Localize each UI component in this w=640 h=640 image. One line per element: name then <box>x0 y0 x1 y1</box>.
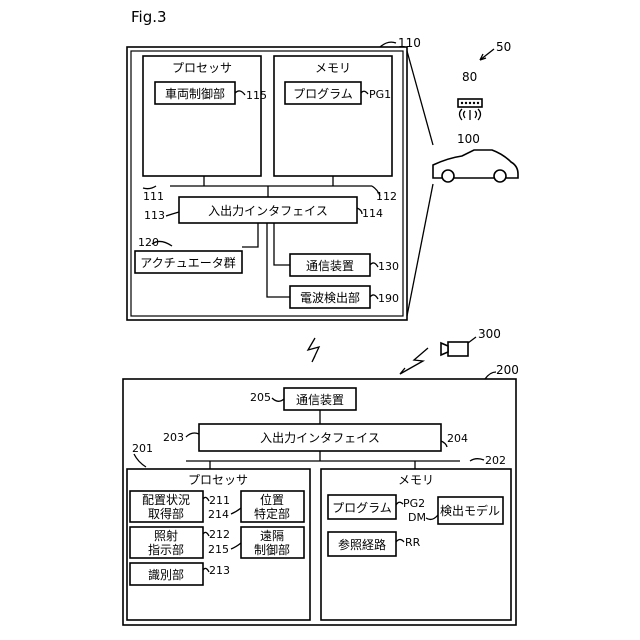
server-io-interface-label: 入出力インタフェイス <box>260 431 380 445</box>
ref-114: 114 <box>362 207 383 220</box>
remote-control-line2: 制御部 <box>254 542 290 557</box>
position-identification-line1: 位置 <box>260 492 284 507</box>
placement-acquisition-line2: 取得部 <box>148 506 184 521</box>
ref-190: 190 <box>378 292 399 305</box>
vehicle-io-interface-label: 入出力インタフェイス <box>208 204 328 218</box>
vehicle-comm-device-label: 通信装置 <box>306 259 354 273</box>
ref-PG2: PG2 <box>403 497 425 510</box>
ref-111: 111 <box>143 190 164 203</box>
position-identification-line2: 特定部 <box>254 506 290 521</box>
vehicle-processor-label: プロセッサ <box>172 61 232 75</box>
ref-200: 200 <box>496 363 519 377</box>
ref-203: 203 <box>163 431 184 444</box>
irradiation-instruction-line2: 指示部 <box>148 542 184 557</box>
vehicle-control-label: 車両制御部 <box>165 86 225 101</box>
radio-detector-label: 電波検出部 <box>300 290 360 305</box>
ref-RR: RR <box>405 536 421 549</box>
ref-120: 120 <box>138 236 159 249</box>
identification-label: 識別部 <box>148 567 184 582</box>
vehicle-memory-label: メモリ <box>315 61 351 75</box>
ref-201: 201 <box>132 442 153 455</box>
server-processor-label: プロセッサ <box>188 473 248 487</box>
ref-DM: DM <box>408 511 426 524</box>
ref-130: 130 <box>378 260 399 273</box>
vehicle-program-label: プログラム <box>293 87 353 101</box>
ref-204: 204 <box>447 432 468 445</box>
ref-80: 80 <box>462 70 477 84</box>
ref-213: 213 <box>209 564 230 577</box>
server-comm-device-label: 通信装置 <box>296 393 344 407</box>
camera-icon <box>441 342 468 356</box>
ref-300: 300 <box>478 327 501 341</box>
placement-acquisition-line1: 配置状況 <box>142 492 190 507</box>
ref-202: 202 <box>485 454 506 467</box>
irradiation-instruction-line1: 照射 <box>154 528 178 543</box>
ref-112: 112 <box>376 190 397 203</box>
server-memory-label: メモリ <box>398 473 434 487</box>
wireless-link-icon-2 <box>400 348 428 374</box>
server-program-label: プログラム <box>332 501 392 515</box>
reference-route-label: 参照経路 <box>338 537 386 552</box>
actuators-label: アクチュエータ群 <box>140 256 235 270</box>
wireless-link-icon <box>308 338 319 362</box>
ref-PG1: PG1 <box>369 88 391 101</box>
beacon-wave-icon <box>460 109 481 120</box>
ref-100: 100 <box>457 132 480 146</box>
ref-205: 205 <box>250 391 271 404</box>
figure-label: Fig.3 <box>131 8 167 26</box>
ref-212: 212 <box>209 528 230 541</box>
detection-model-label: 検出モデル <box>440 503 500 518</box>
ref-110: 110 <box>398 36 421 50</box>
ref-50: 50 <box>496 40 511 54</box>
ref-115: 115 <box>246 89 267 102</box>
remote-control-line1: 遠隔 <box>260 529 284 543</box>
ref-211: 211 <box>209 494 230 507</box>
ref-113: 113 <box>144 209 165 222</box>
car-icon <box>433 150 518 182</box>
ref-215: 215 <box>208 543 229 556</box>
ref-214: 214 <box>208 508 229 521</box>
